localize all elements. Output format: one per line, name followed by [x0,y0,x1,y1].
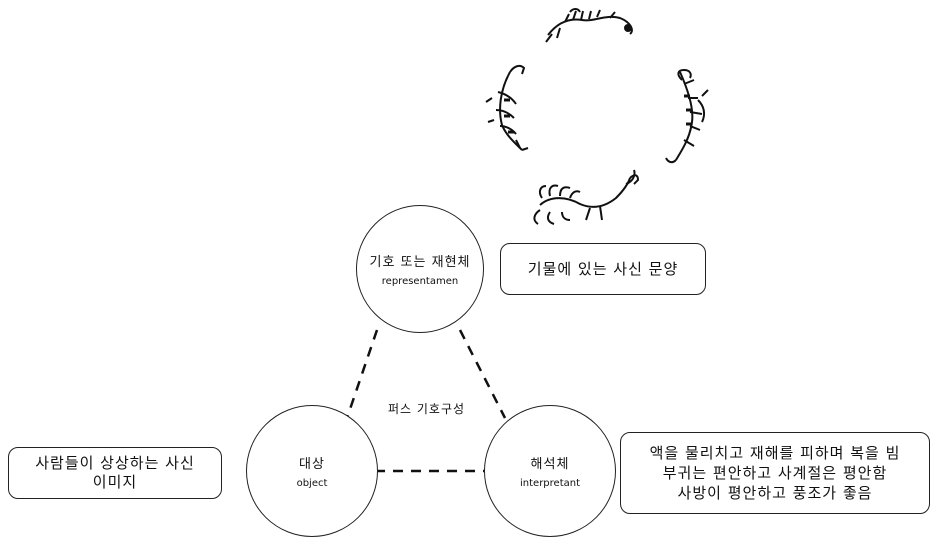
sign-node-label-en: representamen [381,276,459,287]
white-tiger-icon [485,64,529,151]
vermilion-bird-icon [533,169,640,225]
interpretant-node-label-en: interpretant [520,478,580,489]
four-guardians-illustration [485,8,709,225]
black-tortoise-icon [665,68,709,164]
object-example-line-2: 이미지 [92,473,138,491]
object-node-label-en: object [296,478,328,489]
interpretant-node: 해석체 interpretant [484,405,616,537]
interpretant-example-line-1: 액을 물리치고 재해를 피하며 복을 빔 [649,444,901,462]
object-example-line-1: 사람들이 상상하는 사신 [35,454,195,472]
object-node-label-ko: 대상 [299,457,325,472]
object-example-box: 사람들이 상상하는 사신 이미지 [8,447,222,499]
center-label: 퍼스 기호구성 [388,402,466,416]
interpretant-example-line-2: 부귀는 편안하고 사계절은 평안함 [662,464,888,482]
interpretant-example-line-3: 사방이 평안하고 풍조가 좋음 [677,484,873,502]
object-node: 대상 object [246,405,378,537]
sign-example-box: 기물에 있는 사신 문양 [500,243,706,295]
sign-object-connector [345,329,379,419]
interpretant-node-label-ko: 해석체 [530,457,570,472]
blue-dragon-icon [545,8,633,43]
sign-node: 기호 또는 재현체 representamen [356,205,484,333]
sign-node-label-ko: 기호 또는 재현체 [369,255,471,270]
sign-example-text: 기물에 있는 사신 문양 [527,260,679,278]
sign-interpretant-connector [458,329,507,419]
interpretant-example-box: 액을 물리치고 재해를 피하며 복을 빔 부귀는 편안하고 사계절은 평안함 사… [620,432,930,514]
